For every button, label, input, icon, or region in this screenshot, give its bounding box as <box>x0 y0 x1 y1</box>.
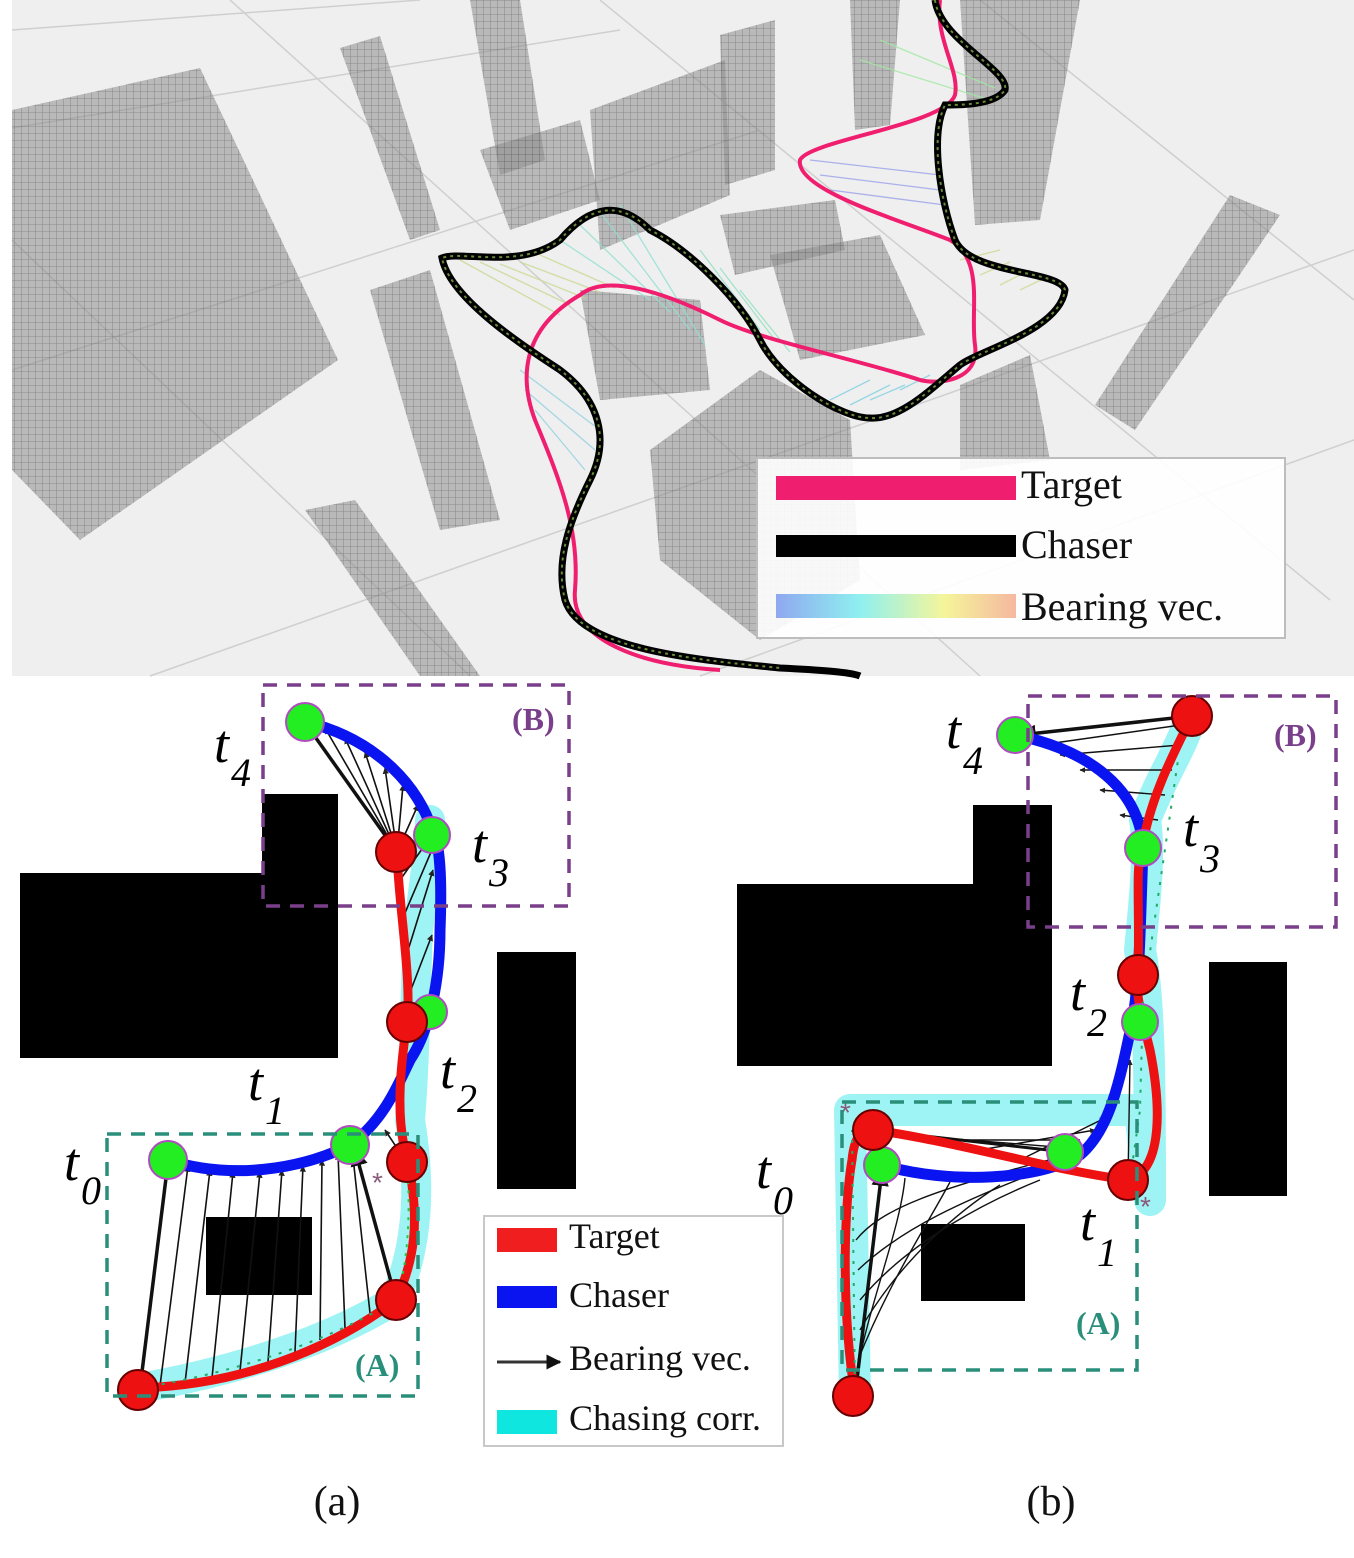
panel-b-time-labels: t0 t1 t2 t3 t4 <box>756 700 1220 1275</box>
panel-a-obstacle-large <box>20 873 338 1058</box>
panel-b-obstacle-top <box>973 805 1052 895</box>
panel-b-t1: t1 <box>1080 1192 1117 1275</box>
panel-a-chaser-nodes <box>148 702 451 1180</box>
panel-b-caption: (b) <box>1027 1479 1076 1525</box>
bearing-vector-bundle <box>459 39 1046 471</box>
panel-a-box-b <box>261 683 571 908</box>
top-legend-target-swatch <box>776 476 1016 500</box>
panel-a-caption: (a) <box>314 1479 361 1525</box>
panel-b-asterisk-1: * <box>840 1097 851 1128</box>
panel-b-t3: t3 <box>1183 798 1220 881</box>
panel-b-obstacle-small <box>921 1224 1025 1301</box>
bottom-legend: Target Chaser Bearing vec. Chasing corr. <box>483 1215 784 1447</box>
top-legend-chaser-label: Chaser <box>1021 522 1132 567</box>
panel-a-box-a-label: (A) <box>355 1347 399 1383</box>
panel-b-t2: t2 <box>1070 962 1107 1045</box>
bottom-legend-corridor-label: Chasing corr. <box>569 1398 761 1438</box>
panel-a-time-labels: t0 t1 t2 t3 t4 <box>64 714 509 1213</box>
panel-a-t1: t1 <box>248 1052 285 1133</box>
bottom-legend-bearing-label: Bearing vec. <box>569 1338 751 1378</box>
panel-b-chaser-nodes <box>863 716 1162 1184</box>
panel-a-box-b-label: (B) <box>512 701 555 737</box>
chaser-trajectory-3d-dashes <box>440 0 1067 669</box>
bottom-legend-target-swatch <box>497 1228 557 1252</box>
panel-a-dotted-ref-2 <box>139 1299 397 1389</box>
panel-a-asterisk: * <box>372 1167 383 1198</box>
top-3d-scene: Target Chaser Bearing vec. <box>11 0 1354 680</box>
panel-b-obstacle-large <box>737 884 1052 1066</box>
panel-a: * (A) (B) t0 t1 t2 t3 t4 (a) <box>20 683 576 1525</box>
panel-b-dotted-ref-2 <box>1129 759 1179 1181</box>
panel-b-box-a-label: (A) <box>1076 1305 1120 1341</box>
bottom-legend-corridor-swatch <box>497 1410 557 1434</box>
panel-b-box-a <box>840 1100 1139 1372</box>
target-trajectory-3d <box>524 0 978 672</box>
panel-a-t4: t4 <box>214 714 251 795</box>
top-legend-bearing-label: Bearing vec. <box>1021 584 1223 629</box>
top-legend: Target Chaser Bearing vec. <box>756 457 1286 639</box>
panel-b-t0: t0 <box>756 1140 793 1223</box>
panel-b-box-b-label: (B) <box>1274 717 1317 753</box>
obstacle-buildings <box>12 0 1280 676</box>
panel-b: * * (A) (B) t0 t1 t2 t3 t4 (b) <box>737 694 1338 1525</box>
bottom-legend-chaser-label: Chaser <box>569 1275 669 1315</box>
top-legend-bearing-swatch <box>776 594 1016 618</box>
panel-b-obstacle-right <box>1209 962 1287 1196</box>
panel-b-box-b <box>1026 694 1338 929</box>
panel-a-t0: t0 <box>64 1132 101 1213</box>
panel-a-t3: t3 <box>472 814 509 895</box>
panel-b-asterisk-2: * <box>1140 1191 1151 1222</box>
top-legend-chaser-swatch <box>776 535 1016 557</box>
panel-b-t4: t4 <box>946 700 983 783</box>
bottom-legend-chaser-swatch <box>497 1286 557 1308</box>
bottom-legend-target-label: Target <box>569 1216 660 1256</box>
top-legend-target-label: Target <box>1021 462 1122 507</box>
panel-a-obstacle-right <box>497 952 576 1189</box>
panel-a-t2: t2 <box>440 1040 477 1121</box>
panel-a-obstacle-top <box>262 794 338 879</box>
panel-a-box-a <box>105 1132 420 1398</box>
bottom-legend-box <box>483 1215 784 1447</box>
panel-b-dotted-ref <box>851 1129 856 1397</box>
panel-a-target-nodes <box>117 831 428 1411</box>
